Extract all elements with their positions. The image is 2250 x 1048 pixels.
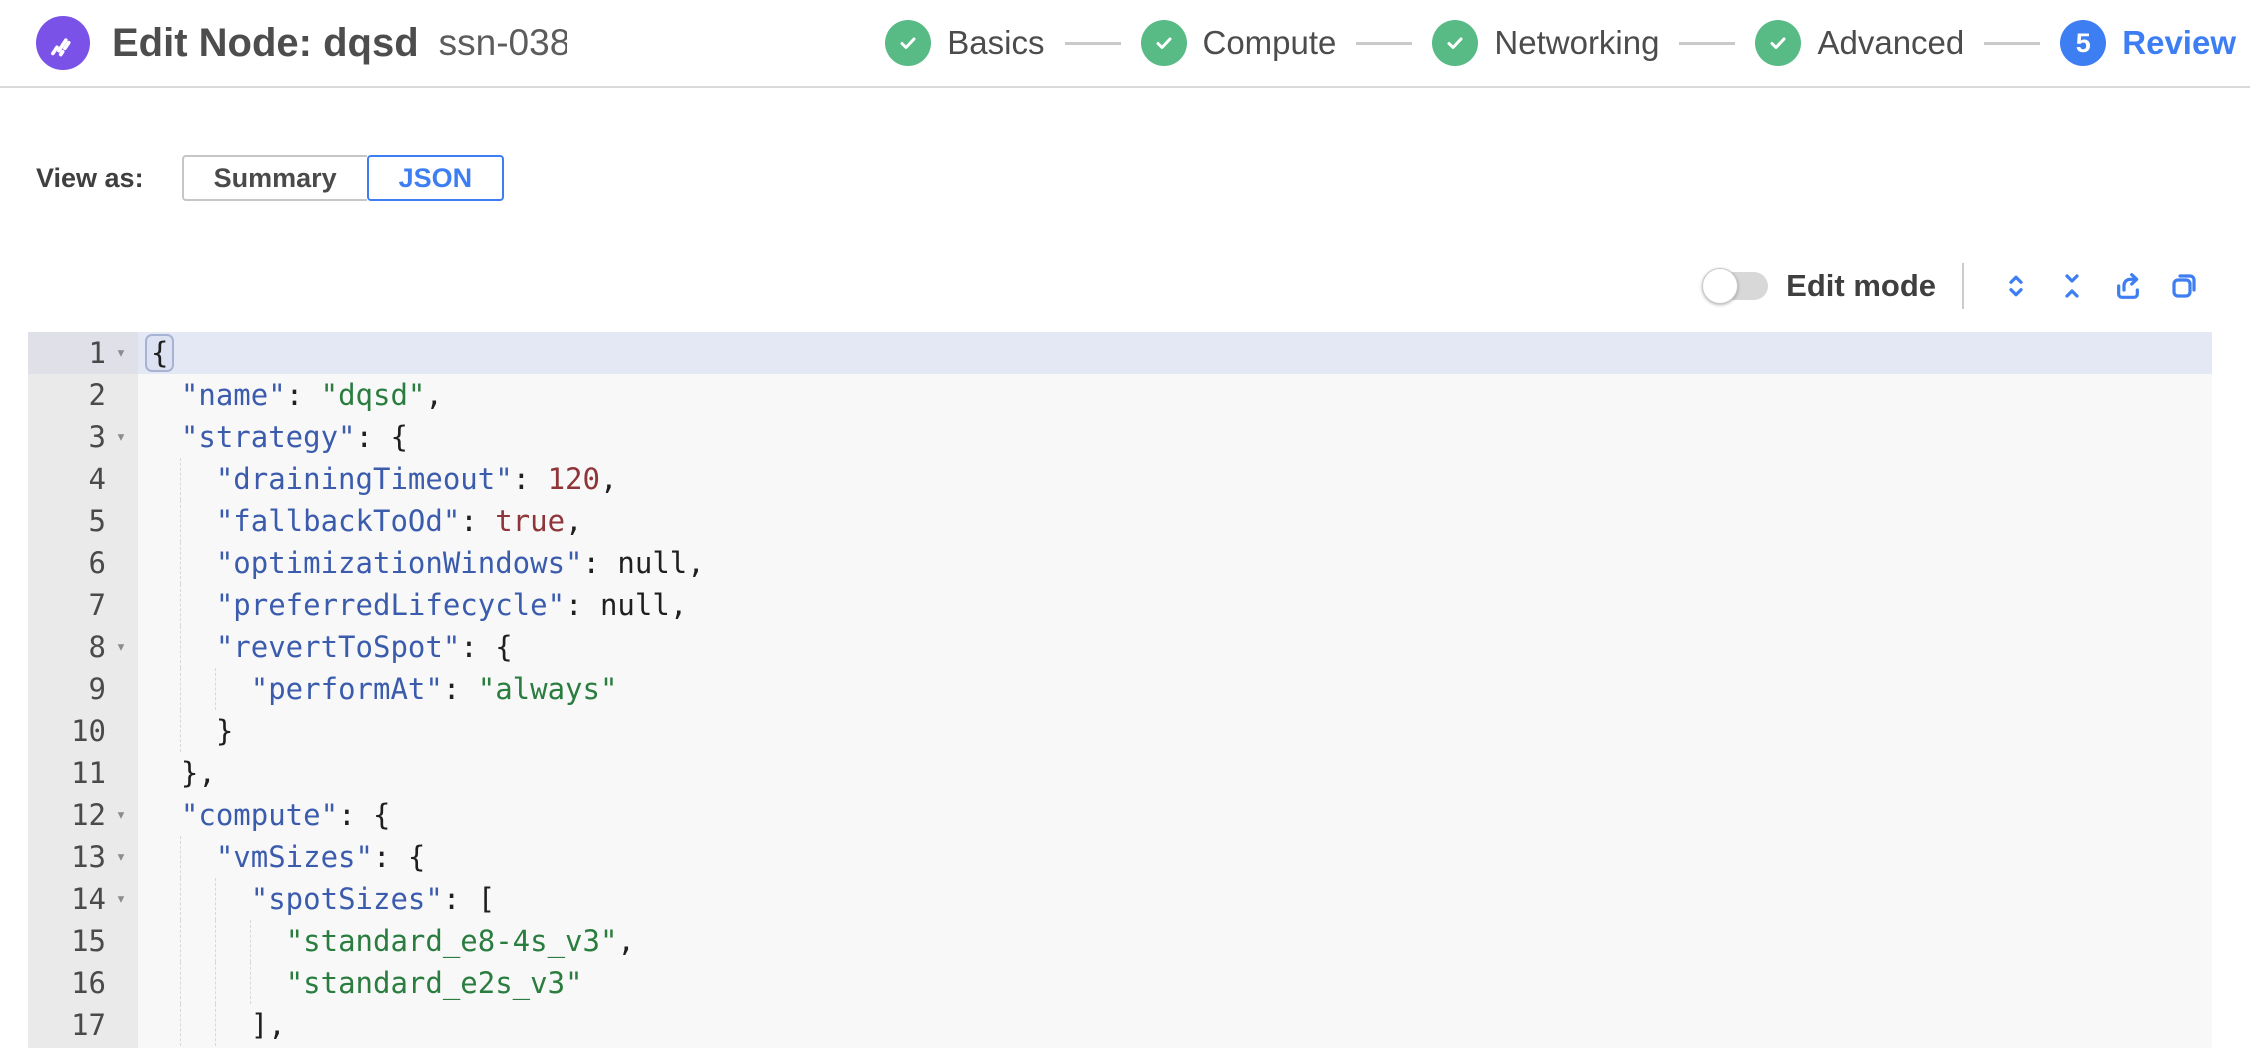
step-connector <box>1679 41 1736 45</box>
code-line[interactable]: "spotSizes": [ <box>138 878 2212 920</box>
editor-gutter: 1▾ 2 3▾ 4 5 6 7 8▾ 9 10 11 12▾ 13▾ 14▾ 15 16 17 <box>28 332 138 1048</box>
check-icon <box>1140 20 1187 66</box>
code-line[interactable]: }, <box>180 756 216 790</box>
copy-icon[interactable] <box>2156 258 2212 314</box>
summary-view-button[interactable]: Summary <box>181 155 367 201</box>
gutter-line-number: 7 <box>88 588 106 622</box>
code-line[interactable]: { <box>138 332 2212 374</box>
gutter-line-number: 10 <box>71 714 106 748</box>
step-review[interactable]: 5 Review <box>2060 20 2236 66</box>
code-line[interactable]: "vmSizes": { <box>138 836 2212 878</box>
step-compute[interactable]: Compute <box>1140 20 1337 66</box>
code-line[interactable]: "preferredLifecycle": null, <box>138 584 2212 626</box>
step-basics[interactable]: Basics <box>885 20 1045 66</box>
wizard-header: Edit Node: dqsd ssn-038 Basics Compute N… <box>0 0 2250 88</box>
gutter-line-number: 11 <box>71 756 106 790</box>
code-line[interactable]: "optimizationWindows": null, <box>138 542 2212 584</box>
gutter-line-number: 17 <box>71 1008 106 1042</box>
code-line[interactable]: "standard_e2s_v3" <box>138 962 2212 1004</box>
step-label: Basics <box>947 24 1045 61</box>
step-label: Networking <box>1494 24 1660 61</box>
json-view-button[interactable]: JSON <box>366 155 505 201</box>
view-as-label: View as: <box>36 162 144 193</box>
gutter-line-number: 9 <box>88 672 106 706</box>
view-as-segmented-control: Summary JSON <box>181 155 505 201</box>
step-label: Compute <box>1202 24 1337 61</box>
view-as-row: View as: Summary JSON <box>36 155 2250 201</box>
step-number-badge: 5 <box>2060 20 2107 66</box>
gutter-fold-toggle[interactable]: 3▾ <box>88 420 127 454</box>
code-line[interactable]: "performAt": "always" <box>138 668 2212 710</box>
page-title: Edit Node: dqsd <box>112 20 419 65</box>
gutter-line-number: 4 <box>88 462 106 496</box>
gutter-line-number: 16 <box>71 966 106 1000</box>
edit-mode-label: Edit mode <box>1786 268 1936 303</box>
check-icon <box>1755 20 1802 66</box>
step-connector <box>1356 41 1413 45</box>
gutter-line-number: 5 <box>88 504 106 538</box>
editor-toolbar: Edit mode <box>1702 258 2212 314</box>
collapse-all-icon[interactable] <box>2044 258 2100 314</box>
step-networking[interactable]: Networking <box>1432 20 1659 66</box>
expand-all-icon[interactable] <box>1988 258 2044 314</box>
check-icon <box>885 20 932 66</box>
code-line[interactable]: "compute": { <box>180 798 391 832</box>
gutter-fold-toggle[interactable]: 1▾ <box>28 332 138 374</box>
toolbar-divider <box>1962 263 1964 309</box>
code-line[interactable]: "strategy": { <box>180 420 408 454</box>
step-advanced[interactable]: Advanced <box>1755 20 1964 66</box>
spot-logo-icon <box>36 16 90 70</box>
step-label: Advanced <box>1817 24 1965 61</box>
code-line[interactable]: "fallbackToOd": true, <box>138 500 2212 542</box>
step-connector <box>1984 41 2041 45</box>
toggle-knob <box>1702 268 1739 304</box>
code-line[interactable]: "drainingTimeout": 120, <box>138 458 2212 500</box>
node-id-subtitle: ssn-038 <box>438 22 567 63</box>
json-editor[interactable]: 1▾ 2 3▾ 4 5 6 7 8▾ 9 10 11 12▾ 13▾ 14▾ 15 16 17 { "name"… <box>28 332 2212 1048</box>
gutter-line-number: 2 <box>88 378 106 412</box>
code-line[interactable]: "standard_e8-4s_v3", <box>138 920 2212 962</box>
step-connector <box>1064 41 1121 45</box>
gutter-fold-toggle[interactable]: 12▾ <box>71 798 127 832</box>
wizard-stepper: Basics Compute Networking Advanced 5 Rev… <box>885 20 2250 66</box>
code-line[interactable]: "name": "dqsd", <box>180 378 443 412</box>
export-icon[interactable] <box>2100 258 2156 314</box>
gutter-fold-toggle[interactable]: 13▾ <box>71 840 127 874</box>
gutter-line-number: 15 <box>71 924 106 958</box>
edit-mode-toggle[interactable] <box>1702 268 1769 304</box>
check-icon <box>1432 20 1479 66</box>
code-line[interactable]: } <box>138 710 2212 752</box>
gutter-fold-toggle[interactable]: 8▾ <box>88 630 127 664</box>
editor-code[interactable]: { "name": "dqsd", "strategy": { "drainin… <box>138 332 2212 1048</box>
gutter-fold-toggle[interactable]: 14▾ <box>71 882 127 916</box>
code-line[interactable]: "revertToSpot": { <box>138 626 2212 668</box>
gutter-line-number: 6 <box>88 546 106 580</box>
step-label: Review <box>2122 24 2236 61</box>
code-line[interactable]: ], <box>138 1004 2212 1046</box>
